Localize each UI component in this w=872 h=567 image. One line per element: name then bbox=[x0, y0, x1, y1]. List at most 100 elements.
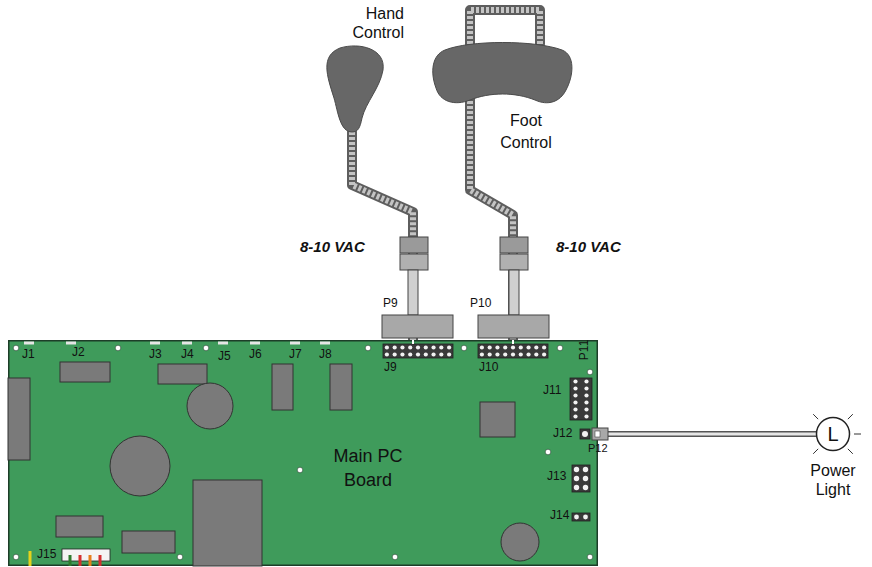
j10-header-pin bbox=[519, 345, 523, 349]
j9-header-pin bbox=[408, 345, 412, 349]
j11-header-pin bbox=[573, 407, 577, 411]
light-ray bbox=[813, 414, 818, 419]
j13-header-pin bbox=[583, 467, 588, 472]
connector-label: J9 bbox=[384, 361, 397, 375]
j9-header-pin bbox=[431, 345, 435, 349]
j15-wire bbox=[69, 555, 72, 566]
j12-header bbox=[580, 429, 590, 439]
j13-header-pin bbox=[583, 485, 588, 490]
j10-header-pin bbox=[519, 352, 523, 356]
j9-header-pin bbox=[424, 345, 428, 349]
connector-label: P10 bbox=[470, 297, 491, 311]
j10-header-pin bbox=[534, 345, 538, 349]
j15-wire bbox=[99, 555, 102, 566]
j13-header-pin bbox=[574, 467, 579, 472]
header-tab bbox=[290, 342, 300, 345]
board-component bbox=[8, 378, 30, 460]
j10-header-pin bbox=[534, 352, 538, 356]
j11-header-pin bbox=[573, 393, 577, 397]
j9-header-pin bbox=[408, 352, 412, 356]
header-tab bbox=[182, 342, 192, 345]
j10-header-pin bbox=[503, 345, 507, 349]
node-label: Power Light bbox=[804, 461, 862, 499]
connector-label: J14 bbox=[550, 509, 569, 523]
header-tab bbox=[320, 342, 330, 345]
j11-header-pin bbox=[573, 386, 577, 390]
board-component bbox=[330, 364, 352, 410]
hand-control-plug bbox=[382, 237, 453, 338]
connector-label: J4 bbox=[181, 348, 194, 362]
j9-header-pin bbox=[400, 345, 404, 349]
p12-plug-socket bbox=[595, 431, 600, 437]
j10-header-pin bbox=[511, 345, 515, 349]
j9-header-pin bbox=[447, 345, 451, 349]
node-label: Main PC Board bbox=[318, 444, 418, 492]
board-outline bbox=[9, 341, 598, 566]
coiled-cord bbox=[352, 132, 413, 340]
j13-header-pin bbox=[583, 476, 588, 481]
mounting-hole bbox=[177, 554, 183, 560]
p12-plug-body bbox=[592, 428, 608, 440]
node-label: Foot Control bbox=[490, 110, 562, 154]
main-pc-board: Main PC Board bbox=[8, 340, 598, 566]
mounting-hole bbox=[392, 554, 398, 560]
j14-header bbox=[572, 513, 590, 521]
hand-control: Hand Control bbox=[318, 4, 404, 134]
node-label: Hand Control bbox=[318, 4, 404, 42]
foot-control-shape bbox=[433, 43, 572, 103]
j10-header-pin bbox=[480, 352, 484, 356]
j9-header-pin bbox=[393, 352, 397, 356]
connector-label: J13 bbox=[547, 470, 566, 484]
j10-header-pin bbox=[526, 345, 530, 349]
connector-label: J15 bbox=[37, 548, 56, 562]
light-ray bbox=[848, 449, 853, 454]
j11-header-pin bbox=[584, 414, 588, 418]
j11-header-pin bbox=[573, 414, 577, 418]
board-component bbox=[56, 516, 103, 537]
lamp-cable bbox=[598, 434, 816, 435]
plug-lead bbox=[412, 340, 414, 344]
j12-header-pin bbox=[582, 431, 588, 437]
mounting-hole bbox=[545, 449, 551, 455]
connector-label: J7 bbox=[289, 348, 302, 362]
j9-header bbox=[383, 344, 453, 358]
lamp-circle bbox=[817, 418, 850, 451]
light-ray bbox=[848, 414, 853, 419]
j13-header-pin bbox=[574, 476, 579, 481]
j15-wire bbox=[79, 555, 82, 566]
connector-label: J3 bbox=[149, 348, 162, 362]
j14-header-pin bbox=[583, 515, 588, 520]
mounting-hole bbox=[297, 467, 303, 473]
light-ray bbox=[854, 434, 861, 435]
board-component bbox=[272, 364, 293, 410]
board-component bbox=[158, 364, 207, 384]
j13-header bbox=[572, 465, 590, 492]
header-tab bbox=[250, 342, 260, 345]
board-component bbox=[122, 531, 175, 553]
j9-header-pin bbox=[416, 345, 420, 349]
j10-header-pin bbox=[495, 345, 499, 349]
connector-label: P11 bbox=[578, 340, 592, 360]
j9-header-pin bbox=[385, 352, 389, 356]
connector-label: J2 bbox=[72, 346, 85, 360]
mounting-hole bbox=[557, 345, 563, 351]
board-component bbox=[60, 362, 110, 382]
connector-label: J12 bbox=[553, 427, 572, 441]
j11-header bbox=[570, 378, 592, 420]
p12-plug bbox=[592, 428, 608, 440]
cord-outline bbox=[352, 132, 413, 340]
hand-control-art bbox=[318, 4, 404, 134]
j9-header-pin bbox=[447, 352, 451, 356]
header-tab bbox=[66, 342, 76, 345]
header-tab bbox=[150, 342, 160, 345]
lamp-letter: L bbox=[816, 422, 850, 446]
j10-header-pin bbox=[511, 352, 515, 356]
foot-control: Foot Control bbox=[428, 40, 576, 158]
board-component bbox=[187, 383, 233, 429]
connector-label: J6 bbox=[249, 348, 262, 362]
j11-header-pin bbox=[584, 379, 588, 383]
mounting-hole bbox=[365, 345, 371, 351]
cable-core bbox=[598, 433, 816, 436]
voltage-label: 8-10 VAC bbox=[300, 238, 365, 255]
hand-control-shape bbox=[327, 46, 383, 132]
